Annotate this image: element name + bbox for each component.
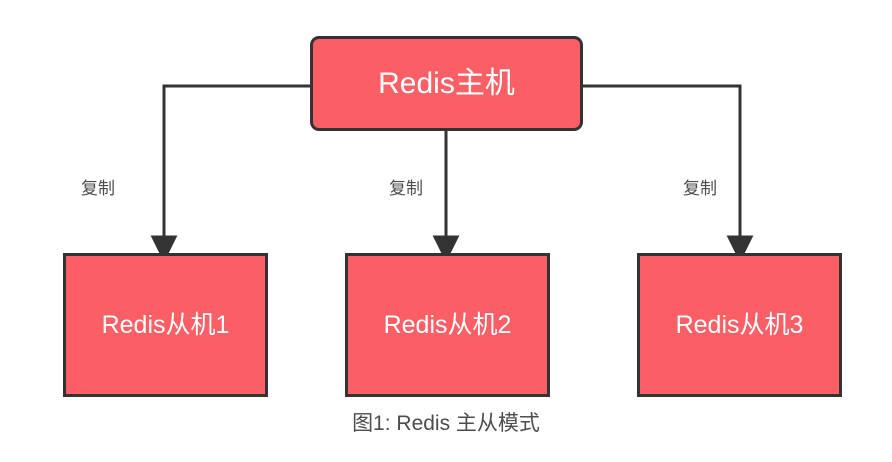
edge-master-to-slave-1: [150, 84, 312, 263]
node-redis-slave-2-label: Redis从机2: [383, 311, 512, 339]
node-redis-slave-2[interactable]: Redis从机2: [345, 253, 550, 397]
edge-label-replicate-3: 复制: [683, 179, 717, 198]
node-redis-master-label: Redis主机: [378, 66, 515, 100]
node-redis-slave-3-label: Redis从机3: [675, 311, 804, 339]
edge-label-replicate-2: 复制: [389, 179, 423, 198]
node-redis-slave-1-label: Redis从机1: [101, 311, 230, 339]
node-redis-master[interactable]: Redis主机: [310, 36, 583, 131]
figure-caption: 图1: Redis 主从模式: [352, 412, 540, 435]
edge-label-replicate-1: 复制: [81, 179, 115, 198]
node-redis-slave-3[interactable]: Redis从机3: [637, 253, 842, 397]
edge-master-to-slave-3: [581, 84, 754, 263]
node-redis-slave-1[interactable]: Redis从机1: [63, 253, 268, 397]
